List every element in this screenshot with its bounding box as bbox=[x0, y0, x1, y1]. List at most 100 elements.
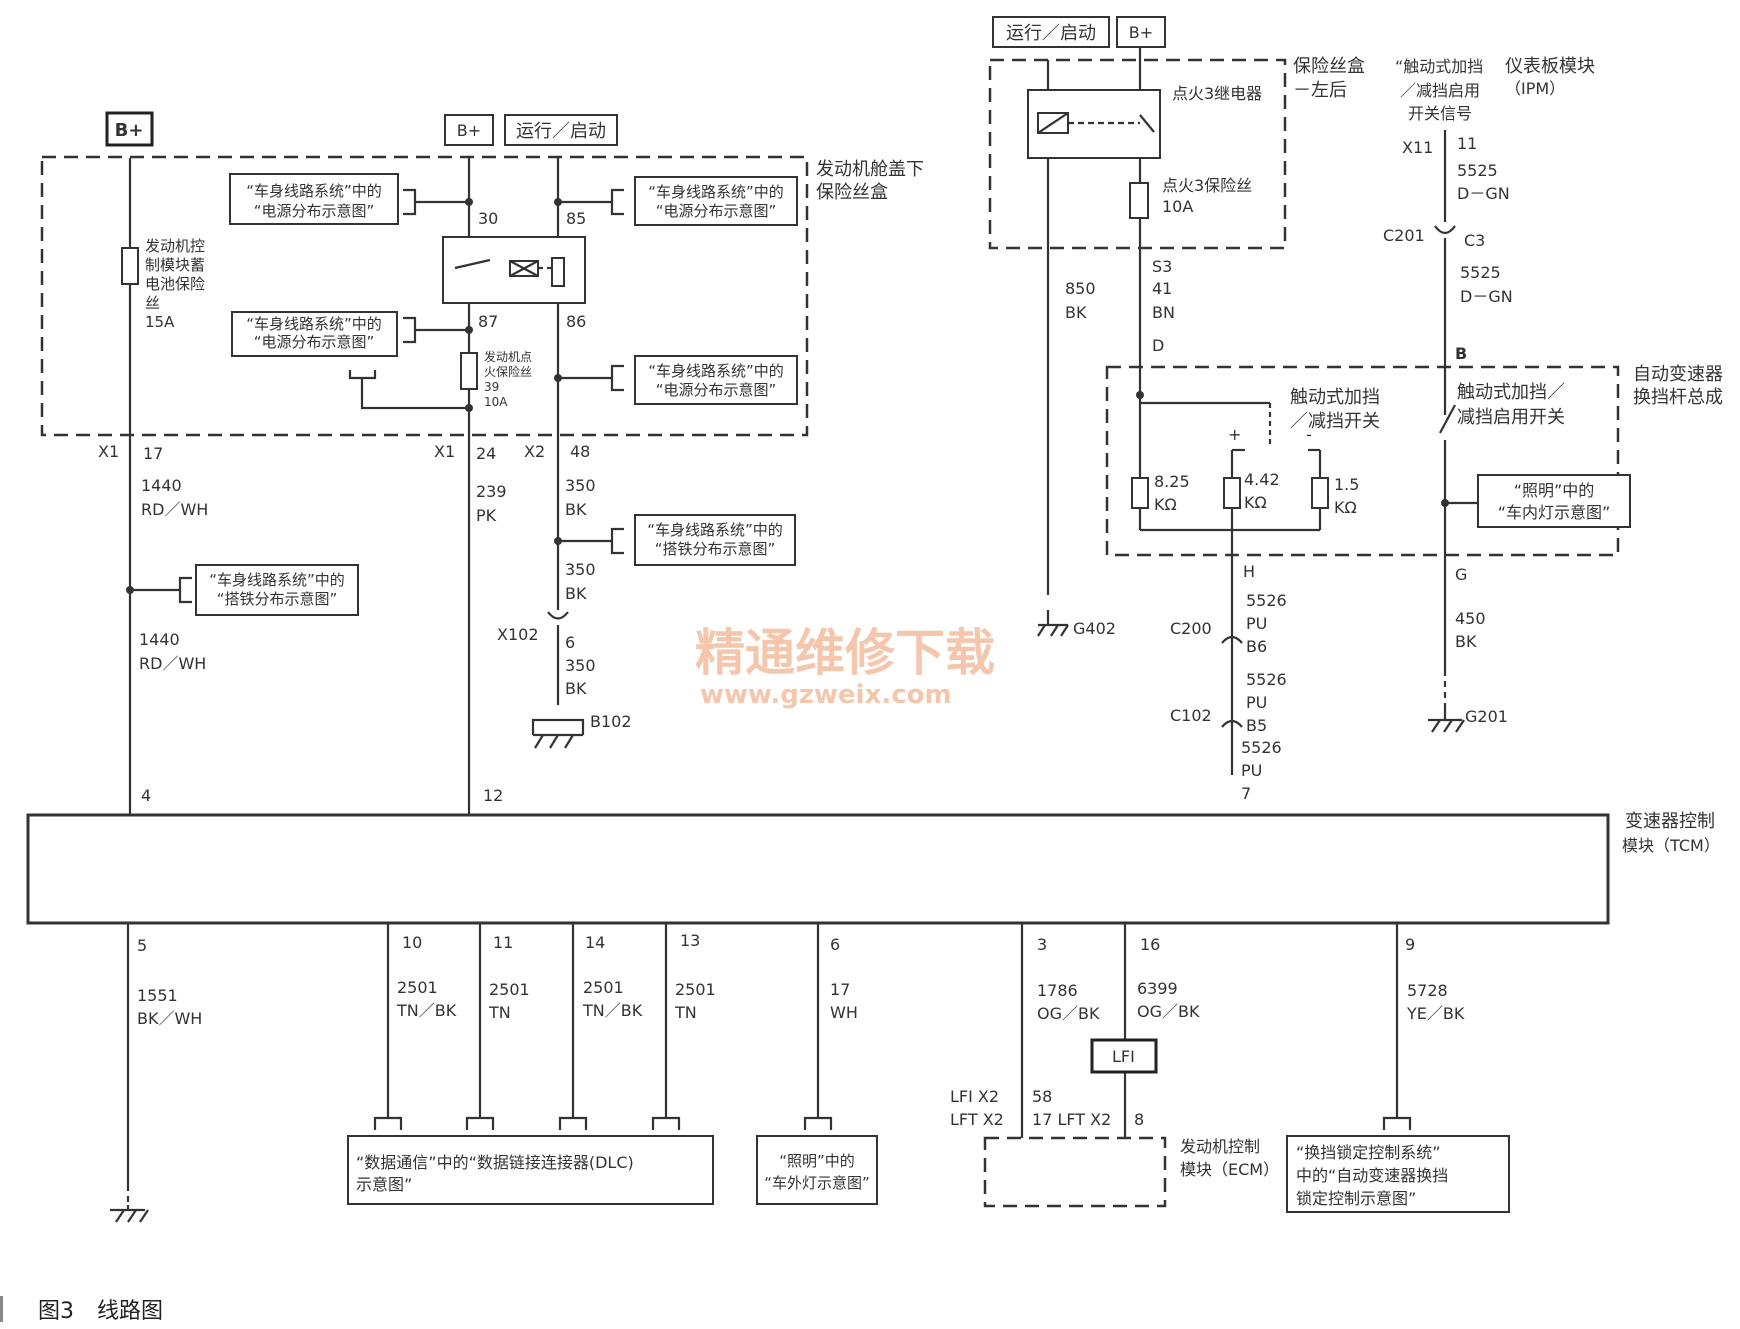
svg-text:RD／WH: RD／WH bbox=[139, 654, 206, 673]
svg-text:39: 39 bbox=[484, 380, 499, 394]
wire-lines bbox=[126, 47, 1480, 1205]
svg-text:TN／BK: TN／BK bbox=[582, 1001, 643, 1020]
svg-text:KΩ: KΩ bbox=[1244, 493, 1267, 512]
svg-text:触动式加挡／: 触动式加挡／ bbox=[1457, 382, 1565, 403]
svg-text:6: 6 bbox=[830, 935, 840, 954]
svg-text:C3: C3 bbox=[1464, 231, 1485, 250]
ipm-title-2: （IPM） bbox=[1505, 79, 1565, 98]
svg-text:5525: 5525 bbox=[1460, 263, 1501, 282]
bplus-box-mid bbox=[444, 114, 494, 146]
svg-text:58: 58 bbox=[1032, 1087, 1052, 1106]
underhood-fuse-box-frame bbox=[40, 155, 809, 437]
svg-text:“照明”中的: “照明”中的 bbox=[779, 1152, 855, 1170]
svg-text:LFI X2: LFI X2 bbox=[950, 1087, 999, 1106]
ref-power-distribution-3: “车身线路系统”中的 “电源分布示意图” bbox=[231, 311, 398, 357]
svg-text:4: 4 bbox=[141, 786, 151, 805]
svg-text:350: 350 bbox=[565, 656, 596, 675]
ref-power-distribution-1: “车身线路系统”中的 “电源分布示意图” bbox=[229, 173, 399, 225]
svg-text:“电源分布示意图”: “电源分布示意图” bbox=[656, 381, 777, 399]
svg-text:10A: 10A bbox=[484, 395, 508, 409]
svg-text:350: 350 bbox=[565, 560, 596, 579]
fuse-box-left-rear-frame bbox=[988, 58, 1287, 250]
svg-text:1440: 1440 bbox=[139, 630, 180, 649]
svg-text:G: G bbox=[1455, 565, 1467, 584]
svg-text:13: 13 bbox=[680, 931, 700, 950]
svg-text:BK: BK bbox=[1065, 303, 1087, 322]
svg-text:11: 11 bbox=[493, 933, 513, 952]
svg-text:+: + bbox=[1228, 425, 1241, 444]
svg-text:丝: 丝 bbox=[145, 294, 160, 312]
svg-text:X11: X11 bbox=[1402, 138, 1433, 157]
bplus-box-top bbox=[1116, 16, 1166, 48]
svg-text:5526: 5526 bbox=[1246, 591, 1287, 610]
figure-caption-num: 图3 bbox=[38, 1299, 74, 1324]
svg-text:C102: C102 bbox=[1170, 706, 1212, 725]
svg-text:24: 24 bbox=[476, 444, 496, 463]
svg-text:5525: 5525 bbox=[1457, 161, 1498, 180]
svg-text:PU: PU bbox=[1246, 693, 1267, 712]
svg-text:“电源分布示意图”: “电源分布示意图” bbox=[254, 333, 375, 351]
fusebox-lr-title-2: －左后 bbox=[1293, 80, 1347, 101]
svg-text:7: 7 bbox=[1241, 784, 1251, 803]
svg-text:X102: X102 bbox=[497, 625, 539, 644]
ground-symbols bbox=[110, 610, 1465, 1223]
svg-text:C200: C200 bbox=[1170, 619, 1212, 638]
fusebox-lr-title-1: 保险丝盒 bbox=[1293, 56, 1365, 77]
splice-points bbox=[126, 198, 1449, 594]
lfi-box bbox=[1090, 1038, 1158, 1074]
svg-text:火保险丝: 火保险丝 bbox=[484, 364, 532, 379]
svg-text:中的“自动变速器换挡: 中的“自动变速器换挡 bbox=[1296, 1166, 1448, 1185]
ecm-title-2: 模块（ECM） bbox=[1180, 1160, 1279, 1179]
svg-text:TN: TN bbox=[488, 1003, 511, 1022]
svg-text:17: 17 bbox=[143, 444, 163, 463]
ref-power-distribution-2: “车身线路系统”中的 “电源分布示意图” bbox=[634, 176, 798, 226]
svg-text:BK: BK bbox=[565, 500, 587, 519]
svg-text:X2: X2 bbox=[524, 442, 545, 461]
svg-text:X1: X1 bbox=[98, 442, 119, 461]
svg-text:TN: TN bbox=[674, 1003, 697, 1022]
svg-text:PK: PK bbox=[476, 506, 497, 525]
svg-text:2501: 2501 bbox=[675, 980, 716, 999]
run-start-mid-label: 运行／启动 bbox=[516, 121, 606, 142]
svg-text:2501: 2501 bbox=[583, 978, 624, 997]
svg-text:14: 14 bbox=[585, 933, 605, 952]
svg-text:“照明”中的: “照明”中的 bbox=[1514, 481, 1595, 500]
svg-text:B102: B102 bbox=[590, 712, 632, 731]
svg-text:12: 12 bbox=[483, 786, 503, 805]
svg-text:H: H bbox=[1243, 562, 1255, 581]
watermark-url: www.gzweix.com bbox=[700, 680, 952, 710]
svg-text:11: 11 bbox=[1457, 134, 1477, 153]
svg-text:B6: B6 bbox=[1246, 637, 1267, 656]
svg-text:D－GN: D－GN bbox=[1457, 184, 1510, 203]
ecm-frame bbox=[983, 1136, 1167, 1208]
svg-text:RD／WH: RD／WH bbox=[141, 500, 208, 519]
svg-text:2501: 2501 bbox=[397, 978, 438, 997]
svg-text:点火3保险丝: 点火3保险丝 bbox=[1162, 176, 1252, 195]
svg-text:BK／WH: BK／WH bbox=[137, 1009, 202, 1028]
svg-text:5526: 5526 bbox=[1246, 670, 1287, 689]
ref-exterior-lamps: “照明”中的 “车外灯示意图” bbox=[756, 1135, 878, 1205]
svg-text:锁定控制示意图”: 锁定控制示意图” bbox=[1296, 1189, 1416, 1208]
svg-text:“车身线路系统”中的: “车身线路系统”中的 bbox=[648, 362, 784, 380]
ref-interior-lamps: “照明”中的 “车内灯示意图” bbox=[1477, 474, 1631, 528]
svg-text:KΩ: KΩ bbox=[1334, 498, 1357, 517]
svg-text:C201: C201 bbox=[1383, 226, 1425, 245]
svg-text:WH: WH bbox=[830, 1003, 858, 1022]
svg-text:30: 30 bbox=[478, 209, 498, 228]
svg-text:“车外灯示意图”: “车外灯示意图” bbox=[764, 1174, 870, 1192]
svg-text:6399: 6399 bbox=[1137, 979, 1178, 998]
shift-assy-title-1: 自动变速器 bbox=[1633, 364, 1723, 385]
svg-text:制模块蓄: 制模块蓄 bbox=[145, 256, 205, 274]
svg-text:OG／BK: OG／BK bbox=[1137, 1002, 1200, 1021]
svg-text:10A: 10A bbox=[1162, 197, 1193, 216]
shift-assy-title-2: 换挡杆总成 bbox=[1633, 387, 1723, 408]
bplus-top-label: B+ bbox=[1129, 23, 1153, 42]
tcm-title-1: 变速器控制 bbox=[1625, 811, 1715, 832]
svg-text:“车身线路系统”中的: “车身线路系统”中的 bbox=[647, 521, 783, 539]
svg-text:3: 3 bbox=[1037, 935, 1047, 954]
wire-labels: 30 85 87 86 X1 17 X1 24 X2 48 1440 RD／WH… bbox=[98, 134, 1513, 1129]
tap-signal-1: “触动式加挡 bbox=[1395, 57, 1483, 76]
svg-text:10: 10 bbox=[402, 933, 422, 952]
run-start-box-mid bbox=[504, 114, 618, 146]
